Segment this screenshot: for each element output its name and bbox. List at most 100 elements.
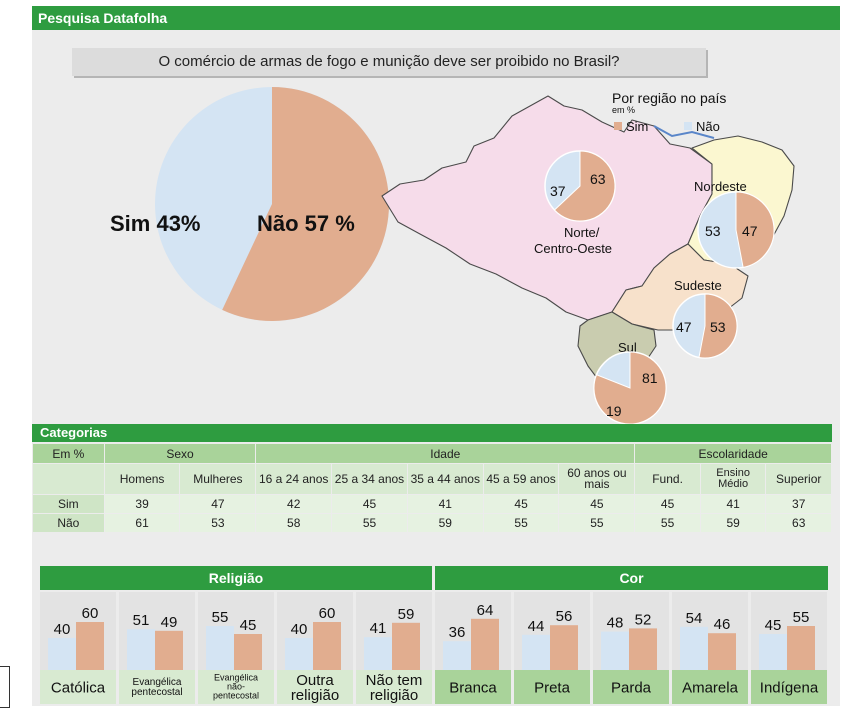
- region-label-norte-line2: Centro-Oeste: [534, 241, 612, 256]
- pie-sudeste-value-sim: 53: [710, 319, 726, 335]
- cor-title: Cor: [435, 566, 828, 590]
- cor-bar-nao: [680, 626, 708, 670]
- cor-label-bg: [751, 670, 827, 704]
- religiao-title: Religião: [40, 566, 432, 590]
- table-cell: 55: [634, 513, 701, 533]
- table-cell: 55: [331, 513, 408, 533]
- table-cell: 45: [558, 494, 636, 514]
- table-cell: 45: [634, 494, 701, 514]
- religiao-bar-sim: [234, 634, 262, 670]
- legend-swatch-nao: [684, 122, 692, 130]
- religiao-bar-nao: [48, 638, 76, 670]
- religiao-value-sim: 45: [240, 617, 257, 634]
- cor-bar-sim: [471, 618, 499, 670]
- religiao-value-nao: 40: [54, 621, 71, 638]
- table-cell: 39: [103, 494, 181, 514]
- table-cell: 55: [482, 513, 560, 533]
- cor-value-sim: 46: [714, 616, 731, 633]
- religiao-label-bg: [119, 670, 195, 704]
- table-cell: 58: [255, 513, 333, 533]
- cor-category-label: Branca: [449, 680, 497, 697]
- religiao-bar-sim: [313, 622, 341, 670]
- religiao-label-bg: [40, 670, 116, 704]
- cor-value-nao: 36: [449, 624, 466, 641]
- cor-bar-sim: [787, 626, 815, 670]
- column-header: Fund.: [634, 463, 701, 495]
- cor-bar-nao: [601, 631, 629, 670]
- table-cell: 37: [765, 494, 832, 514]
- religiao-category-label: Católica: [51, 680, 106, 697]
- group-header-idade: Idade: [255, 443, 636, 464]
- column-header: 60 anos ou mais: [558, 463, 636, 495]
- cor-label-bg: [672, 670, 748, 704]
- survey-question: O comércio de armas de fogo e munição de…: [72, 48, 706, 76]
- column-header: Homens: [103, 463, 181, 495]
- pie-nordeste-slice-sim: [735, 191, 775, 268]
- cor-bar-nao: [443, 641, 471, 670]
- cor-value-sim: 55: [793, 609, 810, 626]
- infographic-frame: Pesquisa Datafolha O comércio de armas d…: [32, 6, 840, 706]
- cor-label-bg: [435, 670, 511, 704]
- region-label-nordeste: Nordeste: [694, 179, 747, 194]
- region-label-sul: Sul: [618, 340, 637, 355]
- pie-norte-value-nao: 37: [550, 183, 566, 199]
- table-cell: 55: [558, 513, 636, 533]
- religiao-bar-nao: [127, 629, 155, 670]
- religiao-value-nao: 55: [212, 609, 229, 626]
- religiao-label-bg: [356, 670, 432, 704]
- regional-legend-unit: em %: [612, 105, 635, 115]
- pie-sudeste-value-nao: 47: [676, 319, 692, 335]
- map-coastline: [653, 125, 715, 139]
- table-cell: 45: [331, 494, 408, 514]
- cor-label-bg: [593, 670, 669, 704]
- cor-category-label: Amarela: [682, 680, 739, 697]
- table-cell: 41: [406, 494, 484, 514]
- region-label-sudeste: Sudeste: [674, 278, 722, 293]
- table-cell: 47: [179, 494, 257, 514]
- cor-value-nao: 45: [765, 617, 782, 634]
- column-header: 35 a 44 anos: [406, 463, 484, 495]
- cor-value-sim: 64: [477, 602, 494, 619]
- religiao-value-nao: 51: [133, 612, 150, 629]
- column-header: 25 a 34 anos: [331, 463, 408, 495]
- cor-value-nao: 44: [528, 618, 545, 635]
- main-pie-chart: Sim 43%Não 57 %: [110, 87, 389, 321]
- religiao-value-sim: 49: [161, 614, 178, 631]
- cor-value-sim: 56: [556, 608, 573, 625]
- table-cell: 45: [482, 494, 560, 514]
- main-label-sim: Sim 43%: [110, 211, 201, 236]
- pie-sul-slice-sim: [593, 351, 667, 425]
- column-header: Superior: [765, 463, 832, 495]
- table-cell: 59: [699, 513, 767, 533]
- pie-sul-value-sim: 81: [642, 370, 658, 386]
- religiao-value-sim: 60: [319, 605, 336, 622]
- column-header-blank: [32, 463, 105, 495]
- cor-value-sim: 52: [635, 611, 652, 628]
- table-cell: 61: [103, 513, 181, 533]
- religiao-label-bg: [277, 670, 353, 704]
- corner-mark: [0, 666, 10, 708]
- cor-category-label: Preta: [534, 680, 571, 697]
- legend-label-nao: Não: [696, 119, 720, 134]
- legend-label-sim: Sim: [626, 119, 648, 134]
- table-cell: 59: [406, 513, 484, 533]
- religiao-bar-sim: [76, 622, 104, 670]
- group-header-escolaridade: Escolaridade: [634, 443, 832, 464]
- pie-norte-value-sim: 63: [590, 171, 606, 187]
- row-label-nao: Não: [32, 513, 105, 533]
- cor-value-nao: 54: [686, 610, 703, 627]
- cor-category-label: Indígena: [760, 680, 819, 697]
- religiao-bar-nao: [206, 626, 234, 670]
- pie-sul-value-nao: 19: [606, 403, 622, 419]
- religiao-bar-nao: [285, 638, 313, 670]
- cor-bar-sim: [708, 633, 736, 670]
- cor-bar-sim: [629, 628, 657, 670]
- table-cell: 41: [699, 494, 767, 514]
- table-cell: 53: [179, 513, 257, 533]
- cor-bar-nao: [759, 634, 787, 670]
- religiao-value-sim: 59: [398, 606, 415, 623]
